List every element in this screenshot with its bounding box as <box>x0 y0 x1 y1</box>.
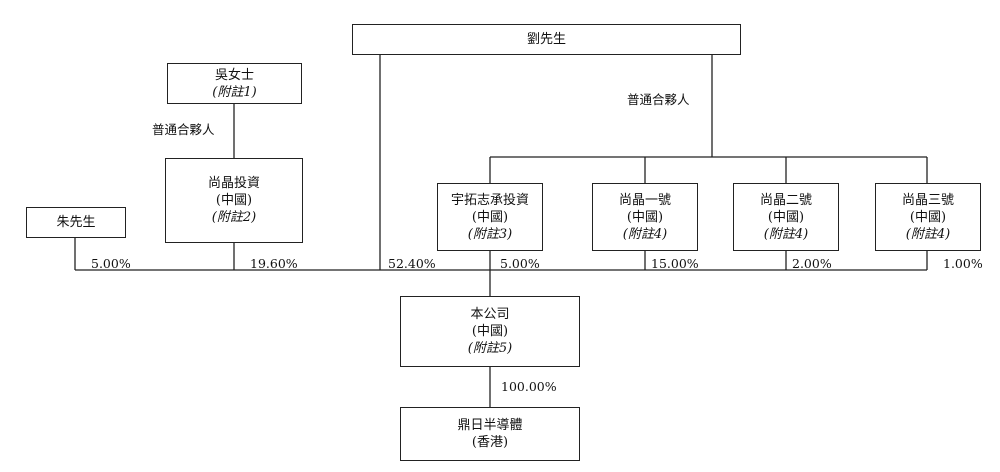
entity-note: (附註2) <box>211 210 257 225</box>
entity-mr-zhu: 朱先生 <box>26 207 126 238</box>
gp-label-right: 普通合夥人 <box>627 92 690 107</box>
entity-name: 吳女士 <box>214 67 254 83</box>
entity-ms-wu: 吳女士 (附註1) <box>167 63 302 104</box>
entity-shangjing-investment: 尚晶投資 (中國) (附註2) <box>165 158 303 243</box>
entity-name: 尚晶投資 <box>207 176 260 191</box>
entity-yutuo: 宇拓志承投資 (中國) (附註3) <box>437 183 543 251</box>
pct-mr-zhu: 5.00% <box>91 256 131 271</box>
pct-shangjing-three: 1.00% <box>943 256 983 271</box>
gp-label-left: 普通合夥人 <box>152 122 215 137</box>
entity-region: (中國) <box>626 209 664 225</box>
entity-name: 尚晶二號 <box>759 192 812 208</box>
entity-region: (中國) <box>471 209 509 225</box>
pct-shangjing-investment: 19.60% <box>250 256 298 271</box>
entity-region: (中國) <box>215 193 253 208</box>
entity-shangjing-one: 尚晶一號 (中國) (附註4) <box>592 183 698 251</box>
entity-note: (附註4) <box>905 226 951 242</box>
entity-region: (中國) <box>767 209 805 225</box>
entity-name: 尚晶三號 <box>901 192 954 208</box>
entity-region: (香港) <box>471 435 509 450</box>
entity-company: 本公司 (中國) (附註5) <box>400 296 580 367</box>
entity-name: 尚晶一號 <box>618 192 671 208</box>
pct-mr-liu: 52.40% <box>388 256 436 271</box>
pct-shangjing-one: 15.00% <box>651 256 699 271</box>
pct-yutuo: 5.00% <box>500 256 540 271</box>
entity-note: (附註1) <box>212 84 257 100</box>
entity-note: (附註5) <box>467 341 513 356</box>
entity-region: (中國) <box>471 324 509 339</box>
pct-dingri: 100.00% <box>501 379 557 394</box>
entity-note: (附註4) <box>622 226 668 242</box>
entity-shangjing-three: 尚晶三號 (中國) (附註4) <box>875 183 981 251</box>
entity-shangjing-two: 尚晶二號 (中國) (附註4) <box>733 183 839 251</box>
entity-note: (附註4) <box>763 226 809 242</box>
entity-name: 本公司 <box>470 307 510 322</box>
entity-dingri: 鼎日半導體 (香港) <box>400 407 580 461</box>
entity-name: 宇拓志承投資 <box>450 192 529 208</box>
entity-name: 劉先生 <box>526 32 566 47</box>
entity-mr-liu: 劉先生 <box>352 24 741 55</box>
pct-shangjing-two: 2.00% <box>792 256 832 271</box>
entity-name: 鼎日半導體 <box>457 418 523 433</box>
entity-note: (附註3) <box>467 226 513 242</box>
entity-region: (中國) <box>909 209 947 225</box>
entity-name: 朱先生 <box>56 215 96 230</box>
